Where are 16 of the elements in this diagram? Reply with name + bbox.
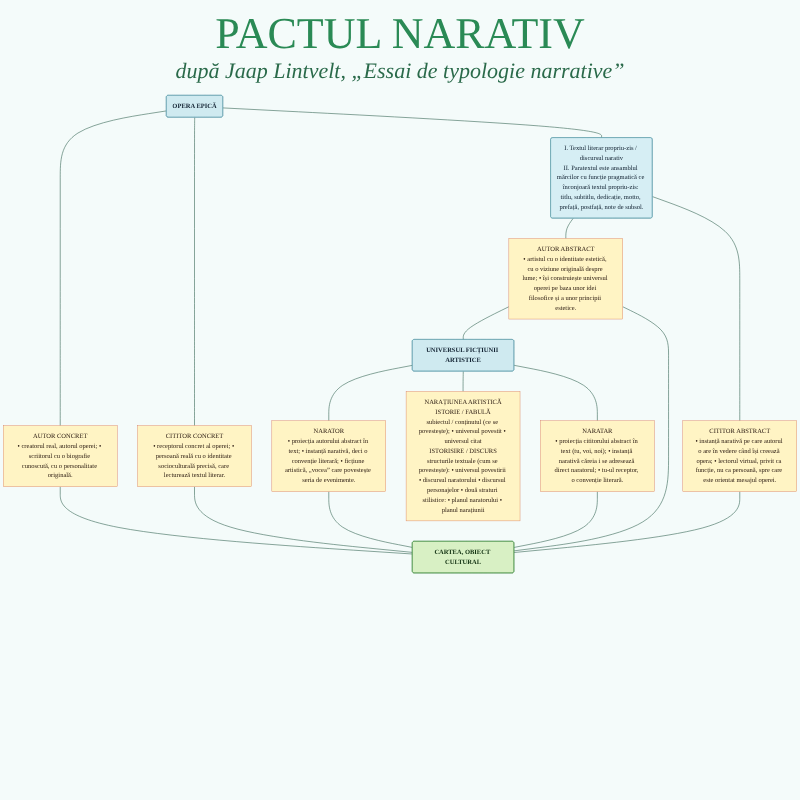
connector — [513, 491, 741, 553]
title: PACTUL NARATIV — [213, 8, 587, 60]
connector — [328, 365, 413, 422]
subtitle: după Jaap Lintvelt, „Essai de typologie narrative” — [173, 60, 627, 84]
connector — [652, 196, 741, 422]
connector — [513, 491, 598, 548]
connector — [565, 218, 574, 239]
connector — [59, 110, 167, 426]
connector — [222, 107, 602, 139]
connector — [194, 486, 413, 553]
connector — [462, 306, 510, 340]
connector — [59, 486, 413, 555]
connector — [513, 365, 598, 422]
connector — [328, 491, 413, 548]
connector — [194, 117, 196, 426]
connector — [513, 306, 669, 552]
